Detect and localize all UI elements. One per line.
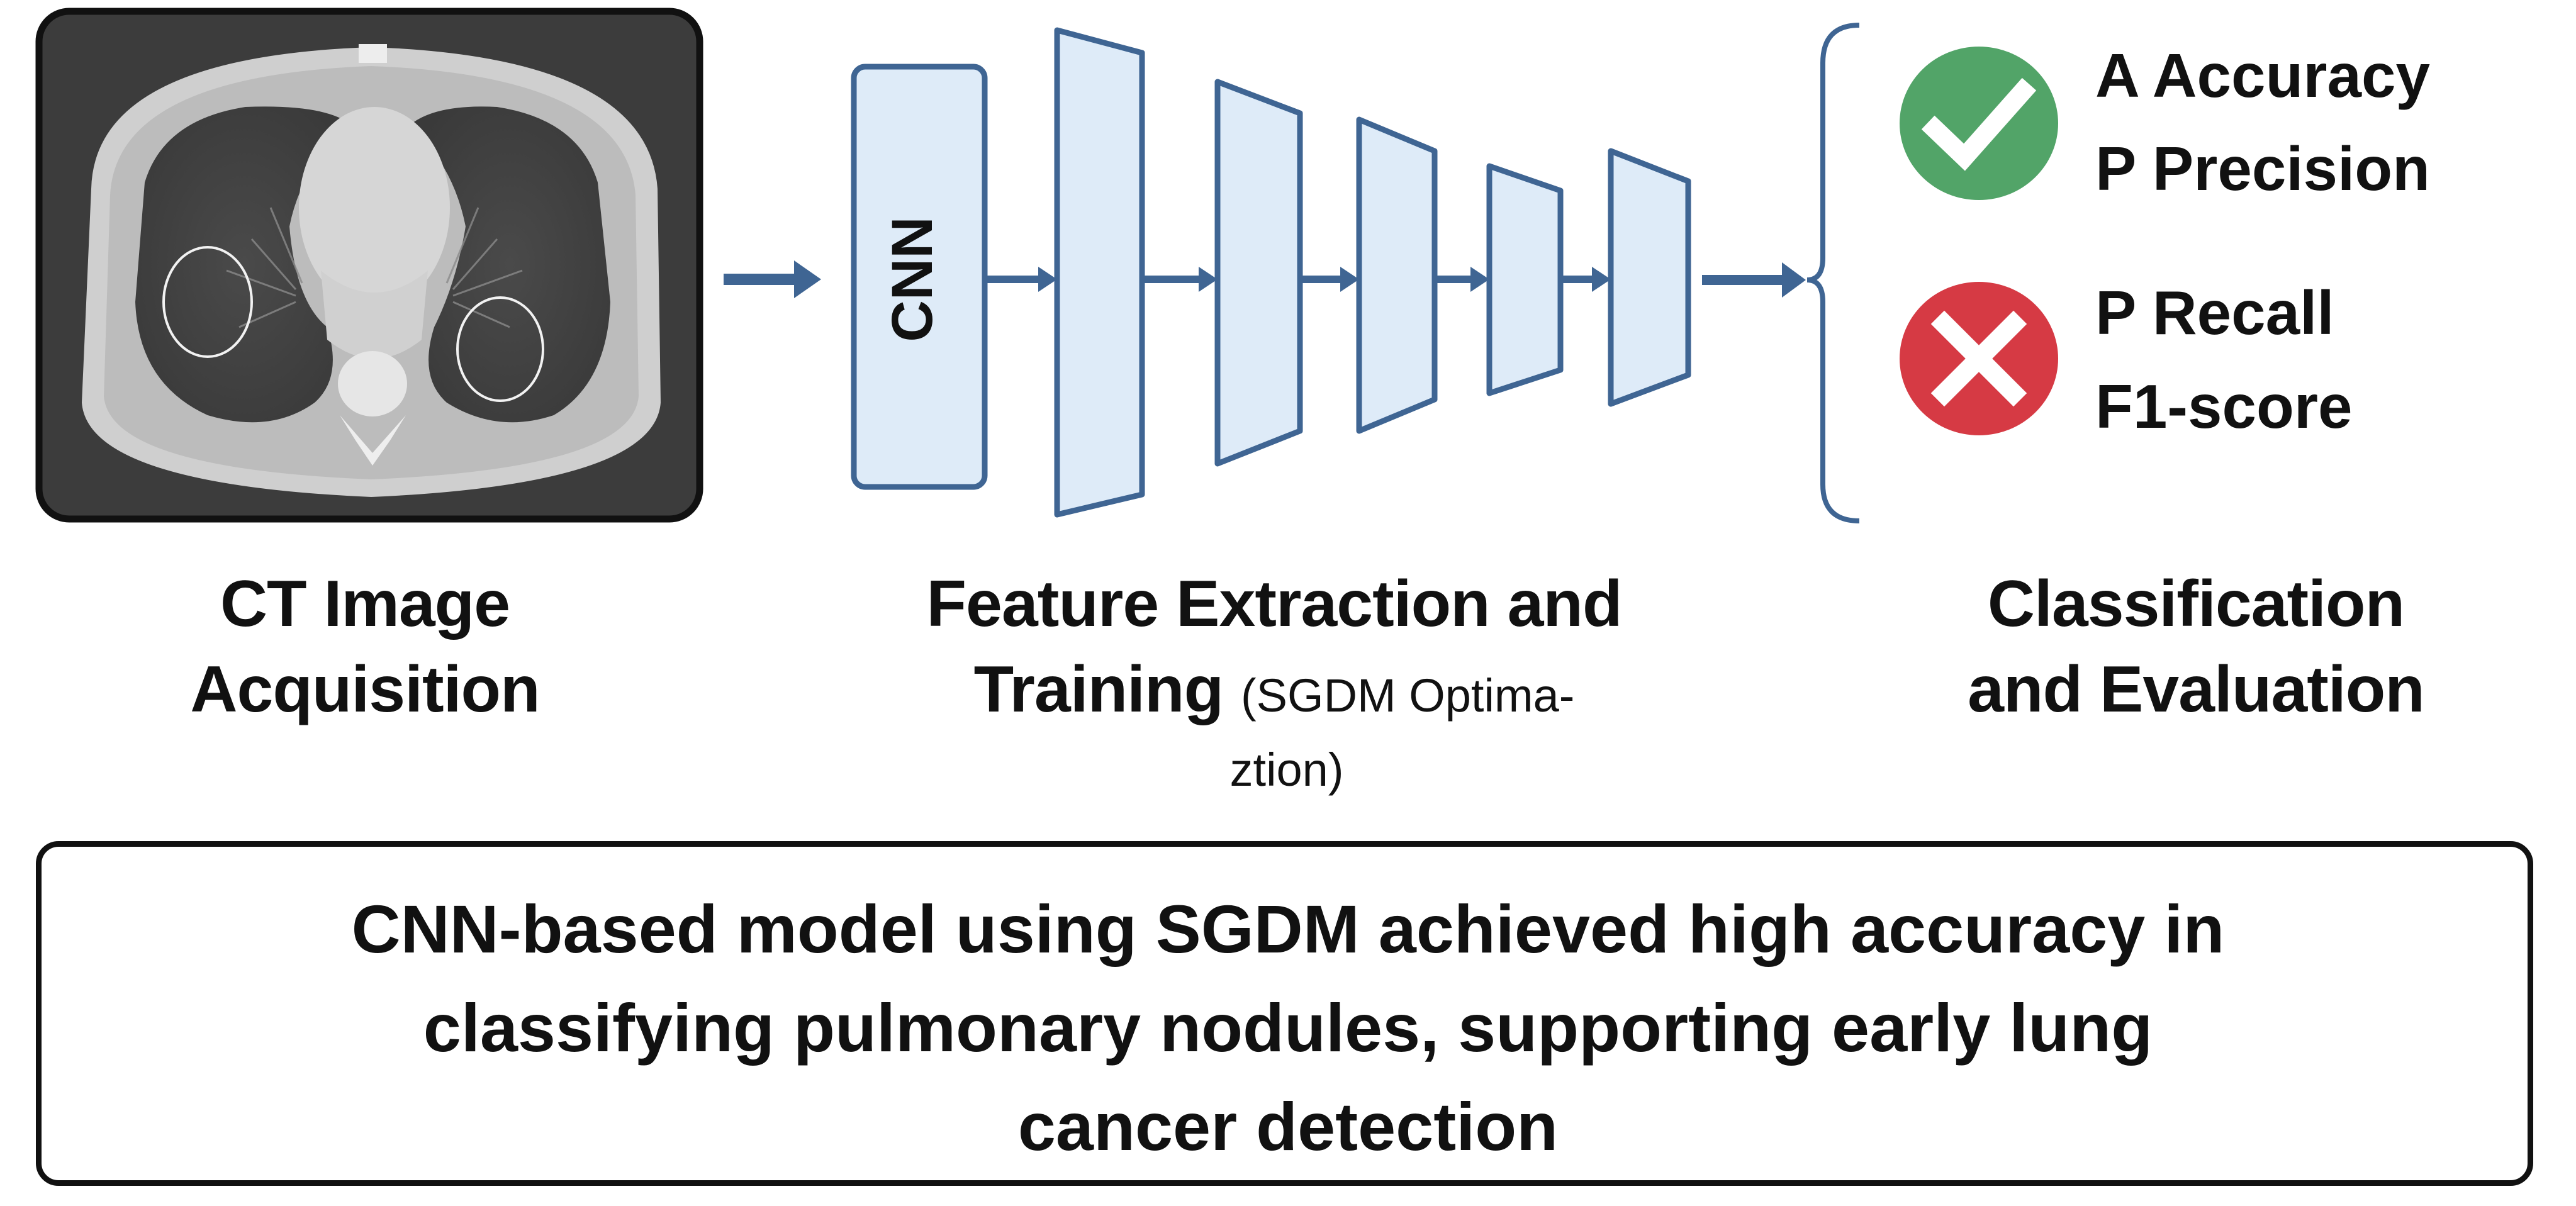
cnn-layer-2 <box>1214 79 1303 467</box>
check-icon <box>1900 47 2058 200</box>
stage-title-line: CT Image <box>220 567 510 640</box>
curly-brace <box>1806 23 1860 523</box>
pipeline-diagram: CNN <box>35 8 2058 523</box>
ct-image-frame <box>35 8 703 523</box>
stage-label-feature-extraction: Feature Extraction and Training (SGDM Op… <box>818 561 1730 801</box>
stage-title-line: Classification <box>1987 567 2405 640</box>
cnn-layer-1 <box>1054 27 1145 518</box>
layer-connectors <box>985 267 1611 292</box>
stage-title-line: Training (SGDM Optima- <box>818 647 1730 739</box>
optimizer-note: (SGDM Optima- <box>1241 669 1575 722</box>
cnn-layer-3 <box>1356 116 1438 434</box>
stage-title-line: and Evaluation <box>1968 653 2425 726</box>
arrow-icon <box>1702 262 1806 298</box>
summary-text: CNN-based model using SGDM achieved high… <box>76 879 2500 1176</box>
cross-icon <box>1900 282 2058 435</box>
cnn-layer-4 <box>1486 163 1564 396</box>
cnn-layer-5 <box>1608 148 1691 407</box>
cnn-block: CNN <box>851 64 988 490</box>
stage-title-line: Feature Extraction and <box>926 567 1623 640</box>
cnn-layers <box>1054 27 1691 518</box>
nodule-marker <box>162 246 253 358</box>
connector-arrow-icon <box>1435 267 1489 292</box>
summary-line: classifying pulmonary nodules, supportin… <box>423 990 2153 1066</box>
metric-recall: P Recall <box>2095 278 2334 347</box>
arrow-icon <box>724 260 821 298</box>
cnn-label: CNN <box>880 216 944 342</box>
metric-accuracy: A Accuracy <box>2095 41 2431 110</box>
connector-arrow-icon <box>985 267 1057 292</box>
summary-line: CNN-based model using SGDM achieved high… <box>351 891 2225 967</box>
stage-label-acquisition: CT Image Acquisition <box>113 561 617 732</box>
connector-arrow-icon <box>1300 267 1359 292</box>
metric-f1-score: F1-score <box>2095 372 2353 441</box>
nodule-marker <box>456 296 544 402</box>
metric-precision: P Precision <box>2095 134 2431 203</box>
summary-box <box>36 841 2533 1186</box>
stage-title-text: Training <box>973 653 1224 726</box>
connector-arrow-icon <box>1560 267 1611 292</box>
summary-line: cancer detection <box>1017 1088 1559 1164</box>
ct-scan-image <box>35 8 703 523</box>
connector-arrow-icon <box>1142 267 1218 292</box>
stage-title-line: Acquisition <box>190 653 540 726</box>
optimizer-note-cont: ztion) <box>1229 744 1344 796</box>
stage-label-classification: Classification and Evaluation <box>1913 561 2479 732</box>
